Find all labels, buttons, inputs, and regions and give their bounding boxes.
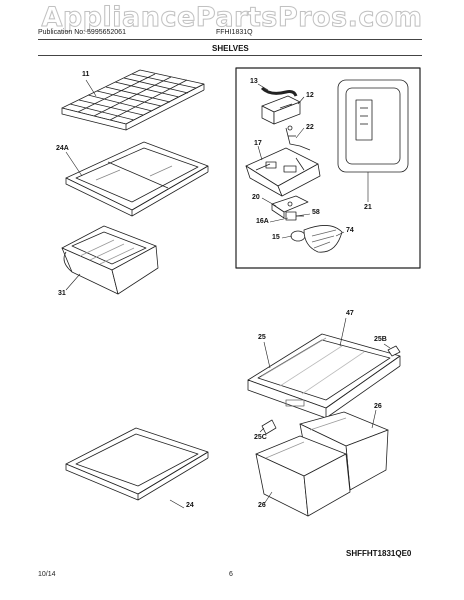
callout-20: 20 [252, 194, 260, 201]
callout-31: 31 [58, 290, 66, 297]
clip-25b [387, 345, 401, 357]
callout-25b: 25B [374, 336, 387, 343]
callout-15: 15 [272, 234, 280, 241]
diagram-code: SHFFHT1831QE0 [346, 549, 412, 558]
glass-shelf-24a [65, 141, 209, 217]
callout-25: 25 [258, 334, 266, 341]
section-title: SHELVES [212, 44, 249, 53]
callout-26-lower: 26 [258, 502, 266, 509]
callout-12: 12 [306, 92, 314, 99]
model-number: FFHI1831Q [216, 29, 253, 36]
clip-25c [261, 419, 277, 435]
title-rule [38, 55, 422, 56]
callout-24: 24 [186, 502, 194, 509]
header-rule [38, 39, 422, 40]
bracket-20 [271, 195, 309, 219]
callout-17: 17 [254, 140, 262, 147]
callout-11: 11 [82, 71, 90, 78]
housing-17 [245, 147, 321, 197]
publication-number: Publication No: 5995652061 [38, 29, 126, 36]
watermark: AppliancePartsPros.com [41, 2, 423, 34]
callout-26-upper: 26 [374, 403, 382, 410]
harness-22 [285, 125, 311, 151]
bulb-15 [290, 230, 306, 242]
footer-page: 6 [229, 571, 233, 578]
crisper-drawer-31 [61, 225, 159, 295]
leader-lines [65, 79, 391, 509]
glass-shelf-24 [65, 427, 209, 501]
callout-21: 21 [364, 204, 372, 211]
callout-24a: 24A [56, 145, 69, 152]
callout-13: 13 [250, 78, 258, 85]
cover-12 [261, 95, 301, 125]
callout-58: 58 [312, 209, 320, 216]
callout-22: 22 [306, 124, 314, 131]
footer-date: 10/14 [38, 571, 56, 578]
callout-16a: 16A [256, 218, 269, 225]
glass-shelf-25-47 [247, 333, 401, 419]
callout-74: 74 [346, 227, 354, 234]
light-shield-74 [303, 225, 343, 253]
callout-25c: 25C [254, 434, 267, 441]
crisper-drawers-26 [255, 411, 389, 517]
assembly-box [235, 67, 421, 269]
callout-47: 47 [346, 310, 354, 317]
socket-16a [285, 211, 304, 221]
wire-shelf-11 [61, 69, 205, 131]
handle-13 [260, 86, 298, 97]
control-panel-21 [337, 79, 409, 173]
